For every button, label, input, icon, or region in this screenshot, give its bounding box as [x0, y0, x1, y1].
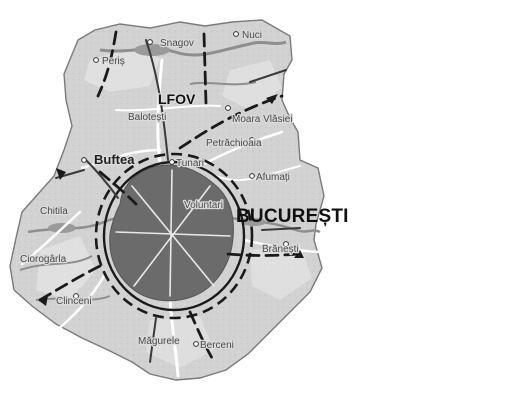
ring-road-planned — [94, 152, 254, 320]
town-marker-branesti — [283, 241, 289, 247]
lake — [134, 44, 170, 56]
place-label-nuci: Nuci — [242, 30, 262, 41]
place-label-snagov: Snagov — [160, 38, 194, 49]
town-marker-clinceni — [73, 293, 79, 299]
town-marker-tunari — [169, 159, 175, 165]
place-labels: Snagov Nuci Periș Balotești Moara Vlăsie… — [19, 29, 300, 353]
city-roads — [115, 169, 231, 297]
capital-label-bucuresti: BUCUREȘTI — [236, 206, 349, 227]
place-label-chitila: Chitila — [40, 206, 68, 217]
place-label-buftea: Buftea — [94, 152, 135, 167]
place-label-clinceni: Clinceni — [56, 296, 92, 307]
town-marker-balotesti — [147, 113, 153, 119]
place-label-tunari: Tunari — [176, 158, 204, 169]
town-marker-magurele — [147, 337, 153, 343]
terrain-patch — [36, 236, 96, 300]
town-marker-petrachioaia — [249, 137, 255, 143]
place-label-branesti: Brănești — [262, 244, 299, 255]
place-label-berceni: Berceni — [200, 340, 234, 351]
town-marker-nuci — [233, 31, 239, 37]
town-marker-ciorogarla — [43, 255, 49, 261]
town-marker-afumati — [249, 173, 255, 179]
place-label-moara-vlasiei: Moara Vlăsiei — [232, 114, 293, 125]
place-label-ciorogarla: Ciorogârla — [20, 254, 67, 265]
town-marker-snagov — [147, 39, 153, 45]
place-label-afumati: Afumați — [256, 172, 290, 183]
town-marker-chitila — [59, 207, 65, 213]
place-label-petrachioaia: Petrăchioaia — [206, 138, 262, 149]
town-marker-berceni — [193, 341, 199, 347]
town-marker-buftea — [81, 157, 87, 163]
place-label-peris: Periș — [102, 56, 125, 67]
place-label-magurele: Măgurele — [138, 336, 180, 347]
county-label-ilfov: LFOV — [158, 91, 196, 107]
lake — [242, 218, 266, 226]
town-marker-voluntari — [209, 201, 215, 207]
town-marker-moara-vlasiei — [225, 105, 231, 111]
place-label-balotesti: Balotești — [128, 112, 166, 123]
town-markers — [43, 31, 289, 347]
terrain-patch — [222, 60, 282, 110]
town-marker-peris — [93, 57, 99, 63]
place-label-voluntari: Voluntari — [184, 200, 223, 211]
route-arrows — [38, 94, 304, 306]
